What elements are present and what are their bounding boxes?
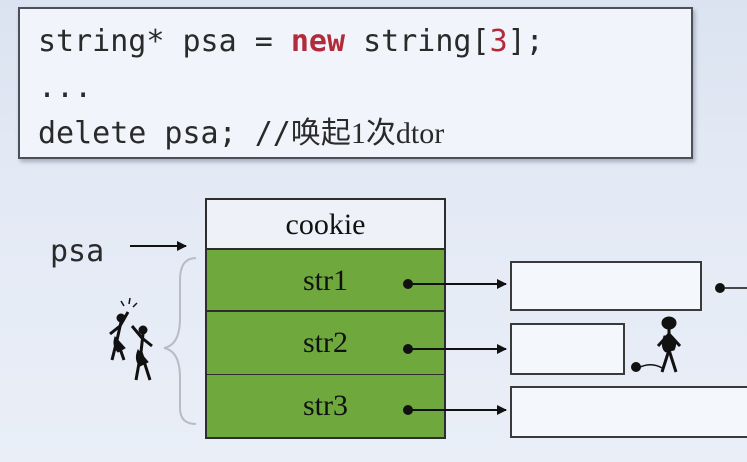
group-brace <box>163 257 197 425</box>
code-line-1: string* psa = new string[3]; <box>38 19 691 65</box>
code-box: string* psa = new string[3]; ... delete … <box>18 7 693 159</box>
str1-pointer-arrow <box>403 279 507 289</box>
heap-block-3 <box>510 386 747 438</box>
heap-block-1 <box>510 261 702 311</box>
code-comment: 唤起1次dtor <box>290 117 445 150</box>
pointer-label: psa <box>50 234 105 269</box>
str-cell-2: str2 <box>205 312 446 376</box>
keyword-new: new <box>290 24 346 59</box>
heap-block-2 <box>510 323 625 375</box>
block2-end-dot <box>631 362 663 372</box>
people-figures-icon <box>109 297 153 381</box>
block1-end-dot <box>715 283 747 293</box>
code-text: ]; <box>507 24 544 59</box>
str2-pointer-arrow <box>403 344 507 354</box>
code-text: delete psa; // <box>38 116 291 151</box>
code-text: string[ <box>345 24 490 59</box>
stick-figure-icon <box>656 316 682 373</box>
code-line-3: delete psa; //唤起1次dtor <box>38 111 691 157</box>
code-text: string* psa = <box>38 24 291 59</box>
str3-pointer-arrow <box>403 405 507 415</box>
code-line-2: ... <box>38 70 93 105</box>
cookie-cell: cookie <box>205 198 446 250</box>
array-size: 3 <box>489 24 508 59</box>
